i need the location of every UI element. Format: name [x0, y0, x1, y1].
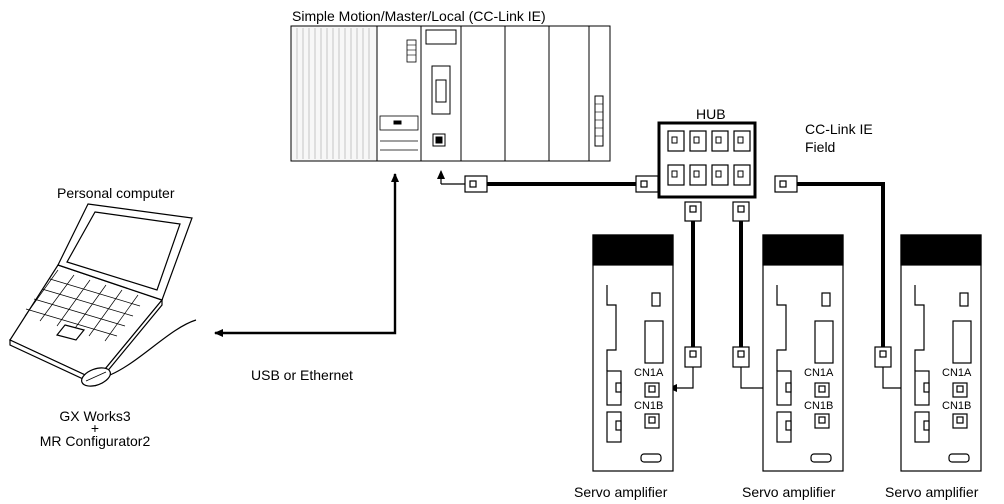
network-label-line2: Field: [805, 139, 836, 155]
hub-icon: [657, 121, 757, 199]
servo2-cn1a-label: CN1A: [804, 367, 834, 379]
software-line2: MR Configurator2: [39, 433, 151, 449]
pc-title: Personal computer: [57, 185, 175, 201]
plc-rack-icon: [290, 25, 611, 162]
software-plus: +: [90, 420, 100, 436]
servo2-label: Servo amplifier: [742, 484, 836, 500]
software-line1: GX Works3: [59, 408, 131, 424]
servo-amplifier-icon: [592, 234, 982, 472]
connection-label: USB or Ethernet: [251, 367, 353, 383]
servo3-cn1a-label: CN1A: [942, 367, 972, 379]
hub-label: HUB: [696, 106, 726, 122]
servo3-label: Servo amplifier: [885, 484, 979, 500]
servo3-cn1b-label: CN1B: [942, 400, 972, 412]
servo2-cn1b-label: CN1B: [804, 400, 834, 412]
servo1-cn1b-label: CN1B: [634, 400, 664, 412]
network-label-line1: CC-Link IE: [805, 121, 873, 137]
plc-title: Simple Motion/Master/Local (CC-Link IE): [292, 8, 546, 24]
network-connector-icon: [464, 175, 892, 368]
servo1-cn1a-label: CN1A: [634, 367, 664, 379]
mouse-icon: [81, 319, 197, 387]
laptop-icon: [9, 203, 193, 387]
servo1-label: Servo amplifier: [574, 484, 668, 500]
network-cables: [214, 170, 950, 392]
